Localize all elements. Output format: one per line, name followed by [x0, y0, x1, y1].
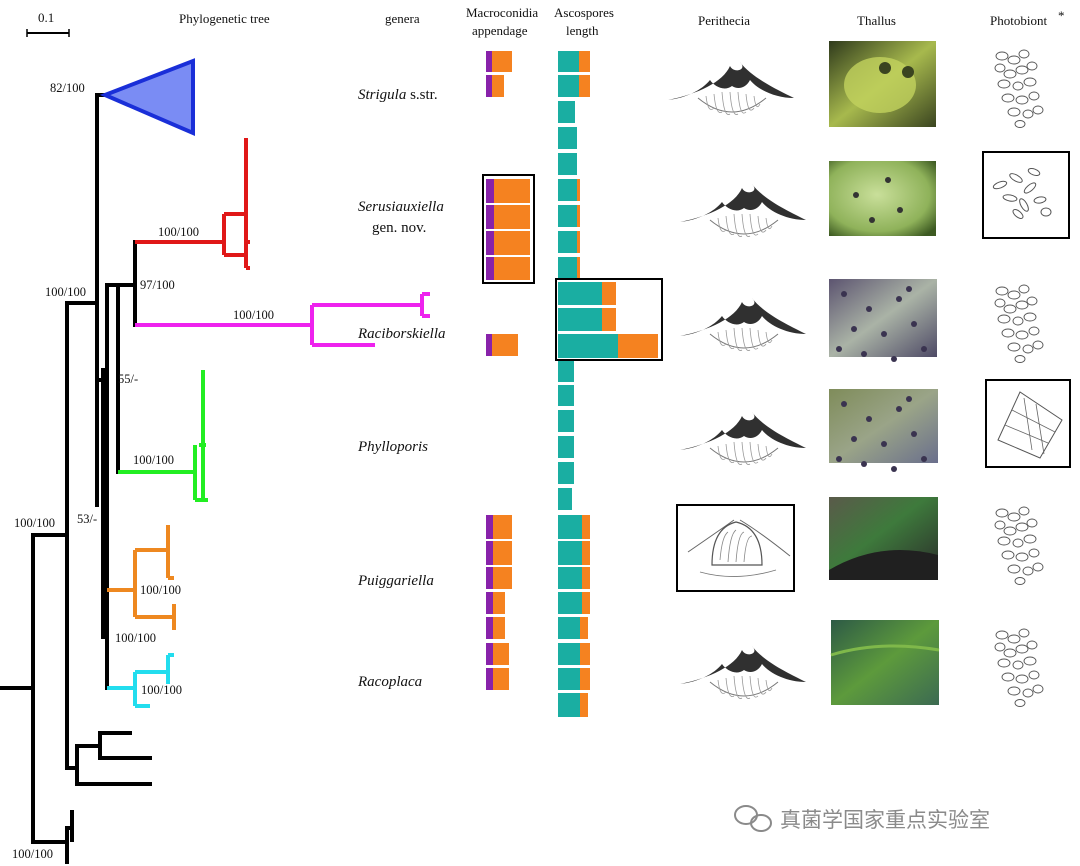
- scale-bar: [26, 29, 70, 37]
- genus-serusiauxiella-note: gen. nov.: [372, 220, 426, 236]
- tree-backbone: [0, 93, 152, 864]
- ascospore-bars: [558, 51, 658, 717]
- header-perithecia: Perithecia: [698, 13, 750, 28]
- racoplaca-clade: [107, 653, 174, 708]
- photobiont-raciborskiella: [994, 284, 1044, 363]
- perithecium-serusiauxiella: [679, 183, 807, 238]
- thallus-serusiauxiella: [829, 161, 936, 236]
- support-root: 100/100: [14, 516, 55, 530]
- support-raciborskiella: 100/100: [233, 308, 274, 322]
- perithecium-raciborskiella: [679, 297, 807, 352]
- photobiont-racoplaca: [994, 628, 1044, 707]
- photobiont-strigula: [994, 49, 1044, 128]
- scale-bar-label: 0.1: [38, 10, 54, 25]
- support-puiggariella: 100/100: [140, 583, 181, 597]
- header-photobiont: Photobiont: [990, 13, 1047, 28]
- header-photobiont-mark: *: [1058, 8, 1065, 23]
- thallus-strigula: [829, 41, 936, 127]
- header-thallus: Thallus: [857, 13, 896, 28]
- perithecium-racoplaca: [679, 645, 807, 700]
- support-outgroup: 100/100: [12, 847, 53, 861]
- wechat-icon: [734, 805, 772, 832]
- support-serusiauxiella: 100/100: [158, 225, 199, 239]
- raciborskiella-clade: [135, 292, 430, 347]
- genus-serusiauxiella: Serusiauxiella: [358, 199, 444, 215]
- macroconidia-highlight-box: [482, 174, 535, 284]
- thallus-racoplaca: [830, 620, 940, 705]
- thallus-puiggariella: [829, 497, 938, 580]
- support-racoplaca: 100/100: [141, 683, 182, 697]
- watermark-text: 真菌学国家重点实验室: [780, 808, 990, 832]
- photobiont-phylloporis: [985, 379, 1071, 468]
- genus-phylloporis: Phylloporis: [357, 439, 428, 455]
- macroconidia-bars: [486, 51, 530, 690]
- header-genera: genera: [385, 11, 420, 26]
- support-node-55: 55/-: [118, 372, 138, 386]
- genus-raciborskiella: Raciborskiella: [357, 326, 445, 342]
- perithecium-phylloporis: [679, 411, 807, 466]
- support-node-53: 53/-: [77, 512, 97, 526]
- puiggariella-clade: [107, 525, 176, 630]
- genus-strigula: Strigula s.str.: [358, 87, 438, 103]
- header-length: length: [566, 23, 599, 38]
- ascospore-highlight-box: [555, 278, 663, 361]
- thallus-raciborskiella: [829, 279, 937, 362]
- support-serus-racib: 97/100: [140, 278, 175, 292]
- perithecium-puiggariella: [676, 504, 795, 592]
- support-strigula: 82/100: [50, 81, 85, 95]
- photobiont-serusiauxiella: [982, 151, 1070, 239]
- header-macroconidia: Macroconidia: [466, 5, 538, 20]
- thallus-phylloporis: [829, 389, 938, 472]
- header-ascospores: Ascospores: [554, 5, 614, 20]
- header-appendage: appendage: [472, 23, 528, 38]
- support-upper-group: 100/100: [45, 285, 86, 299]
- photobiont-puiggariella: [994, 506, 1044, 585]
- genus-puiggariella: Puiggariella: [357, 573, 434, 589]
- genus-racoplaca: Racoplaca: [357, 674, 422, 690]
- phylloporis-clade: [118, 370, 208, 502]
- support-phylloporis: 100/100: [133, 453, 174, 467]
- header-phylogenetic-tree: Phylogenetic tree: [179, 11, 270, 26]
- perithecium-strigula: [667, 61, 795, 116]
- strigula-collapsed-clade: [99, 58, 195, 137]
- serusiauxiella-clade: [135, 138, 250, 270]
- support-node-lower: 100/100: [115, 631, 156, 645]
